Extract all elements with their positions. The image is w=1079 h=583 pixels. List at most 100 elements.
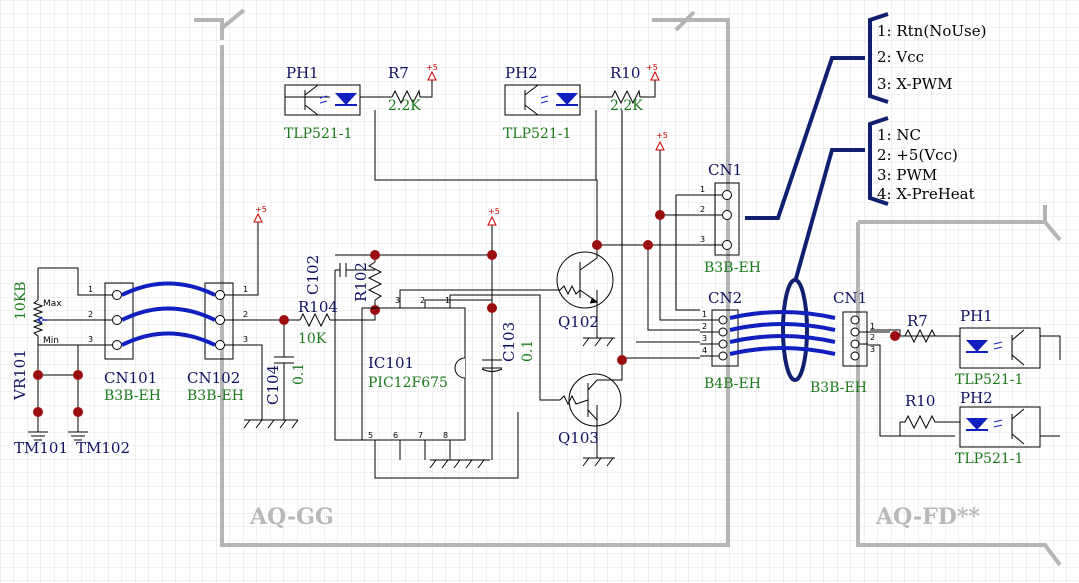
svg-text:PH1: PH1 bbox=[960, 307, 993, 325]
photocoupler-ph2: PH2 TLP521-1 bbox=[503, 64, 581, 142]
svg-text:1: 1 bbox=[700, 185, 705, 194]
svg-text:PIC12F675: PIC12F675 bbox=[368, 375, 448, 391]
svg-text:7: 7 bbox=[418, 431, 423, 440]
svg-text:3: 3 bbox=[700, 235, 705, 244]
power-symbols: +5 +5 +5 +5 +5 bbox=[253, 63, 668, 226]
connector-cn2-left: 1 2 3 4 CN2 B4B-EH bbox=[700, 289, 761, 392]
cn2-pin-2: 2: +5(Vcc) bbox=[877, 146, 958, 164]
junction bbox=[655, 210, 665, 220]
svg-text:CN2: CN2 bbox=[708, 289, 742, 307]
potentiometer-vr101: Max Min 10KB VR101 bbox=[11, 281, 62, 401]
cn1-pin-2: 2: Vcc bbox=[877, 48, 924, 66]
svg-text:1: 1 bbox=[243, 285, 248, 294]
svg-text:R102: R102 bbox=[352, 262, 370, 302]
photocoupler-ph1: PH1 TLP521-1 bbox=[284, 64, 361, 142]
junction bbox=[370, 250, 380, 260]
resistor-r102: R102 bbox=[352, 261, 383, 302]
svg-text:VR101: VR101 bbox=[11, 349, 29, 401]
power-plus5-r7: +5 bbox=[426, 63, 438, 81]
connector-cn1-right: 1 2 3 CN1 B3B-EH bbox=[810, 289, 890, 396]
svg-text:Max: Max bbox=[43, 299, 62, 309]
resistor-r10-right: R10 bbox=[880, 392, 960, 437]
junction bbox=[370, 305, 380, 315]
svg-text:+5: +5 bbox=[656, 131, 668, 140]
svg-text:3: 3 bbox=[395, 296, 400, 305]
svg-text:10K: 10K bbox=[298, 331, 327, 347]
svg-text:10KB: 10KB bbox=[13, 281, 29, 320]
svg-text:4: 4 bbox=[702, 346, 707, 355]
svg-text:B3B-EH: B3B-EH bbox=[810, 380, 867, 396]
svg-text:3: 3 bbox=[88, 335, 93, 344]
svg-text:B3B-EH: B3B-EH bbox=[104, 388, 161, 404]
cn1-pin-1: 1: Rtn(NoUse) bbox=[877, 22, 986, 40]
ic-ic101: 3 2 1 5 6 7 8 IC101 PIC12F675 bbox=[361, 296, 466, 441]
cable-cn2-cn1-right bbox=[729, 310, 836, 356]
capacitor-c104: C104 0.1 bbox=[264, 345, 307, 405]
svg-text:C103: C103 bbox=[500, 322, 518, 362]
svg-text:1: 1 bbox=[88, 285, 93, 294]
junction bbox=[73, 370, 83, 380]
junction bbox=[487, 303, 497, 313]
svg-text:2: 2 bbox=[702, 322, 707, 331]
junction bbox=[279, 315, 289, 325]
svg-text:3: 3 bbox=[702, 334, 707, 343]
capacitor-c103: C103 0.1 bbox=[481, 322, 536, 372]
resistor-r7-right: R7 bbox=[900, 312, 960, 344]
tm102-label: TM102 bbox=[76, 439, 130, 457]
svg-text:TLP521-1: TLP521-1 bbox=[284, 126, 352, 142]
connector-cn102: 1 2 3 CN102 B3B-EH bbox=[187, 282, 248, 404]
svg-text:Q103: Q103 bbox=[558, 429, 599, 447]
svg-text:1: 1 bbox=[445, 296, 450, 305]
svg-text:+5: +5 bbox=[488, 207, 500, 216]
callout-cn1-pins: 1: Rtn(NoUse) 2: Vcc 3: X-PWM bbox=[868, 12, 986, 104]
cable-cn101-cn102 bbox=[121, 281, 216, 347]
connector-cn1-left: 1 2 3 CN1 B3B-EH bbox=[700, 161, 761, 276]
tm101-label: TM101 bbox=[14, 439, 68, 457]
svg-text:CN1: CN1 bbox=[708, 161, 742, 179]
test-point-tm102 bbox=[73, 407, 83, 417]
cn2-pin-1: 1: NC bbox=[877, 126, 921, 144]
svg-text:R7: R7 bbox=[388, 64, 409, 82]
svg-text:3: 3 bbox=[243, 335, 248, 344]
svg-text:0.1: 0.1 bbox=[520, 340, 536, 362]
svg-text:+5: +5 bbox=[646, 63, 658, 72]
power-plus5-r10: +5 bbox=[646, 63, 660, 81]
junction bbox=[592, 240, 602, 250]
svg-text:R104: R104 bbox=[298, 298, 338, 316]
svg-text:CN1: CN1 bbox=[833, 289, 867, 307]
cn1-pin-3: 3: X-PWM bbox=[877, 75, 952, 93]
power-plus5-cn102: +5 bbox=[253, 205, 267, 223]
board-label-fd: AQ-FD** bbox=[875, 504, 980, 530]
svg-text:2: 2 bbox=[420, 296, 425, 305]
svg-text:1: 1 bbox=[870, 322, 875, 331]
board-label-gg: AQ-GG bbox=[249, 504, 334, 530]
svg-text:R10: R10 bbox=[610, 64, 640, 82]
junction bbox=[643, 240, 653, 250]
svg-text:B3B-EH: B3B-EH bbox=[704, 260, 761, 276]
ground-symbols bbox=[28, 337, 615, 469]
svg-text:3: 3 bbox=[870, 345, 875, 354]
svg-text:CN102: CN102 bbox=[187, 369, 240, 387]
test-point-tm101 bbox=[33, 407, 43, 417]
power-plus5-ic: +5 bbox=[487, 207, 500, 226]
svg-text:+5: +5 bbox=[255, 205, 267, 214]
svg-text:2: 2 bbox=[243, 310, 248, 319]
connector-cn101: 1 2 3 CN101 B3B-EH bbox=[88, 282, 161, 404]
svg-text:2.2K: 2.2K bbox=[388, 98, 421, 114]
svg-text:+5: +5 bbox=[426, 63, 438, 72]
resistor-r10: R10 2.2K bbox=[610, 64, 643, 114]
junction bbox=[890, 331, 900, 341]
junction bbox=[617, 355, 627, 365]
cable-cn1-callout bbox=[745, 56, 865, 220]
cable-cn2-callout bbox=[781, 148, 865, 382]
svg-text:0.1: 0.1 bbox=[291, 363, 307, 385]
svg-text:TLP521-1: TLP521-1 bbox=[955, 372, 1023, 388]
transistor-q102: Q102 bbox=[556, 251, 614, 331]
photocoupler-ph2-right: PH2 TLP521-1 bbox=[955, 389, 1041, 467]
svg-text:R10: R10 bbox=[905, 392, 935, 410]
svg-text:C104: C104 bbox=[264, 365, 282, 405]
svg-text:2: 2 bbox=[870, 333, 875, 342]
